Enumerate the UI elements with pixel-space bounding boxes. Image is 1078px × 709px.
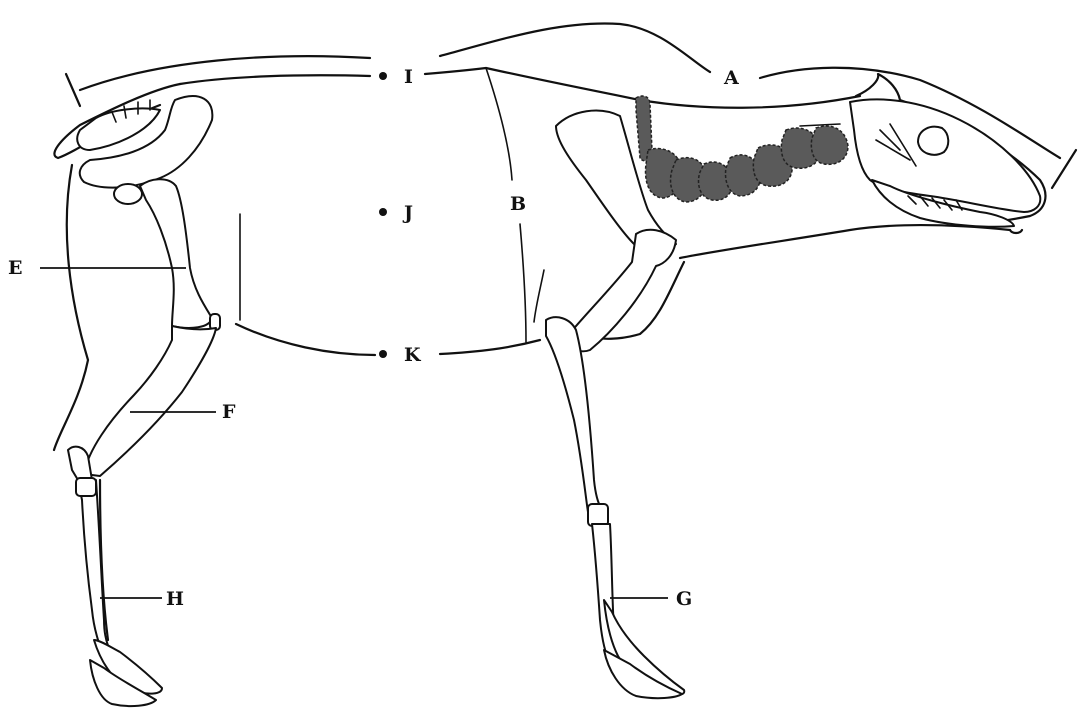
label-h: H: [166, 588, 184, 610]
front-radius: [546, 317, 608, 526]
cervical-vertebrae: [636, 96, 848, 202]
marker-dot-k: [379, 350, 387, 358]
front-lower-leg: [592, 524, 684, 698]
marker-dot-i: [379, 72, 387, 80]
rear-tibia: [84, 326, 216, 476]
label-e: E: [8, 257, 22, 279]
label-j: J: [402, 202, 413, 224]
marker-dot-j: [379, 208, 387, 216]
label-b: B: [510, 193, 526, 215]
rear-femur: [140, 179, 220, 330]
label-g: G: [676, 588, 692, 610]
label-i: I: [404, 66, 413, 88]
skull: [850, 99, 1040, 226]
front-humerus: [566, 230, 676, 352]
rear-lower-leg: [68, 447, 162, 706]
label-f: F: [222, 401, 236, 423]
label-a: A: [723, 67, 739, 89]
label-k: K: [404, 344, 422, 366]
